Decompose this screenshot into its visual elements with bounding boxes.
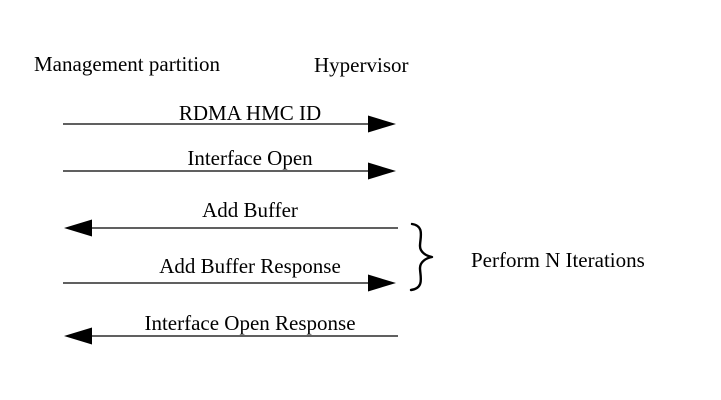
message-label: Interface Open xyxy=(187,146,313,170)
message-interface-open-response: Interface Open Response xyxy=(64,311,398,345)
participant-management-partition: Management partition xyxy=(34,52,221,76)
message-label: Add Buffer Response xyxy=(159,254,341,278)
message-label: Add Buffer xyxy=(202,198,298,222)
message-label: RDMA HMC ID xyxy=(179,101,321,125)
iteration-label: Perform N Iterations xyxy=(471,248,645,272)
message-add-buffer: Add Buffer xyxy=(64,198,398,237)
arrowhead-left xyxy=(64,219,92,237)
arrowhead-right xyxy=(368,274,396,292)
message-label: Interface Open Response xyxy=(144,311,355,335)
message-interface-open: Interface Open xyxy=(63,146,396,180)
arrowhead-right xyxy=(368,115,396,133)
arrowhead-left xyxy=(64,327,92,345)
arrowhead-right xyxy=(368,162,396,180)
participant-hypervisor: Hypervisor xyxy=(314,53,408,77)
message-rdma-hmc-id: RDMA HMC ID xyxy=(63,101,396,133)
iteration-brace xyxy=(409,222,434,292)
message-add-buffer-response: Add Buffer Response xyxy=(63,254,396,292)
